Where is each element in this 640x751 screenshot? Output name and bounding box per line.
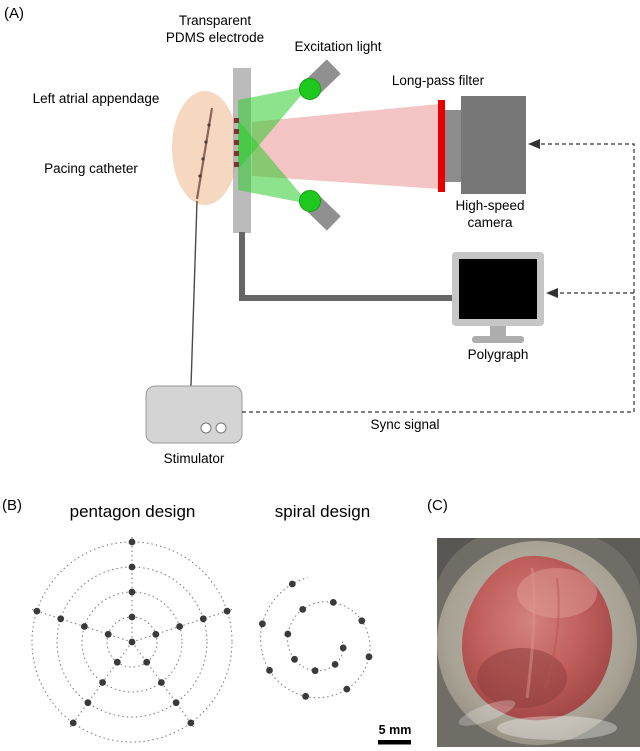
monitor-screen [459,259,537,319]
stimulator-knob [215,422,227,434]
pacing-catheter-shape [195,107,214,200]
high-speed-camera-body [445,96,526,194]
label-pdms-electrode: Transparent PDMS electrode [165,13,265,46]
arrowhead-to-polygraph [546,288,558,298]
pentagon-design-drawing [29,534,235,743]
camera-lens-barrel [445,110,463,182]
monitor-base [472,336,524,343]
light-lens-top [299,78,321,100]
label-stimulator: Stimulator [163,451,225,466]
label-high-speed-camera: High-speed camera [455,198,525,231]
excitation-light-bottom [238,120,341,231]
polygraph-monitor [452,252,544,343]
stimulator-knob [200,422,212,434]
label-polygraph: Polygraph [467,347,529,362]
spiral-design-title: spiral design [274,502,371,521]
tissue-group [172,91,238,205]
label-sync-signal: Sync signal [370,417,440,432]
panel-a-marker: (A) [4,5,24,22]
wrap-shine [497,716,617,740]
scale-bar-label: 5 mm [378,723,412,737]
signal-cable [239,232,452,301]
stimulator-housing [145,385,243,444]
label-long-pass-filter: Long-pass filter [391,73,485,88]
arrowhead-to-camera [528,139,540,149]
light-lens-bottom [299,190,321,212]
emission-beam [252,104,439,189]
tissue-photo [437,538,640,747]
label-pacing-catheter: Pacing catheter [44,161,138,176]
electrode-contacts [234,118,239,167]
spiral-design-drawing [259,577,373,700]
label-excitation-light: Excitation light [294,39,382,54]
stimulator-box [145,385,243,444]
long-pass-filter-bar [438,100,445,192]
label-left-atrial-appendage: Left atrial appendage [32,91,160,106]
pentagon-design-title: pentagon design [69,502,196,521]
camera-housing [461,96,526,194]
setup-diagram [145,59,635,444]
sync-signal-path [242,143,635,413]
electrode-designs [29,534,411,745]
catheter-wire [190,200,198,387]
panel-b-marker: (B) [2,497,22,514]
monitor-neck [490,326,506,337]
scale-bar [378,740,411,745]
panel-c-marker: (C) [427,497,448,514]
excitation-cone-bottom [238,120,309,204]
